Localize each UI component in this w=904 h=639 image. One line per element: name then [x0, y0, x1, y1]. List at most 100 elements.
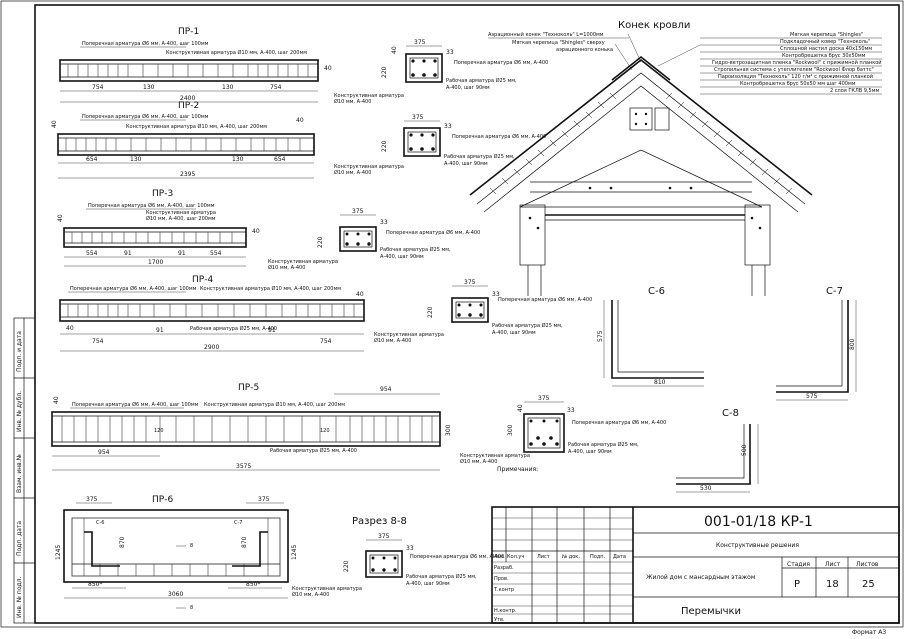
dim-value: 500 [741, 444, 748, 456]
dim-value: 870 [241, 536, 248, 548]
dim-value: 40 [51, 120, 58, 128]
dim-value: 554 [210, 250, 222, 257]
dim-value: 40 [252, 228, 260, 235]
tb-header: Дата [613, 554, 626, 560]
beam-note: Конструктивная арматура [146, 210, 216, 216]
section-note: Ø10 мм, А-400 [374, 337, 411, 344]
bracket-tag: С-6 [96, 520, 104, 526]
beam-pr-2: ПР-2 Поперечная арматура Ø6 мм, А-400, ш… [51, 101, 315, 179]
beam-title: ПР-3 [152, 189, 173, 199]
dim-value: 1245 [291, 545, 298, 560]
section-note: Поперечная арматура Ø6 мм, А-400 [572, 419, 666, 426]
dim-value: 220 [427, 306, 434, 318]
section-note: Поперечная арматура Ø6 мм, А-400 [452, 133, 546, 140]
dim-value: 654 [274, 156, 286, 163]
beam-note: Рабочая арматура Ø25 мм, А-400 [270, 447, 357, 454]
bracket-c7: С-7 800 575 [776, 286, 857, 401]
dim-value: 954 [98, 449, 110, 456]
roof-layer: Сплошной настил доска 40х150мм [780, 45, 872, 52]
dim-value: 130 [232, 156, 244, 163]
tb-role: Т.контр [493, 587, 514, 593]
roof-callout: Аэрационный конек "Техноколь" L=1000мм [488, 31, 604, 38]
roof-layer: Пароизоляция "Техноколь" 120 г/м² с приж… [718, 73, 873, 80]
roof-layer: Контробрешетка брус 30х50мм [782, 53, 866, 59]
section-pr-1: 375 33 220 40 Поперечная арматура Ø6 мм,… [334, 39, 548, 105]
tb-header: Подп. [590, 554, 606, 560]
beam-note: Ø10 мм, А-400, шаг 200мм [146, 215, 216, 222]
section-note: Рабочая арматура Ø25 мм, [380, 246, 451, 253]
dim-value: 40 [391, 46, 398, 54]
section-pr-4: 375 33 220 Поперечная арматура Ø6 мм, А-… [374, 279, 592, 344]
tb-sheet-value: 18 [826, 579, 839, 590]
dim-value: 850* [246, 581, 260, 588]
dim-total: 2400 [180, 95, 195, 102]
dim-value: 91 [124, 250, 132, 257]
format-label: Формат А3 [852, 629, 886, 636]
section-8-8: Разрез 8-8 375 33 220 Поперечная арматур… [292, 516, 504, 598]
beam-note: Поперечная арматура Ø6 мм, А-400, шаг 10… [82, 113, 209, 120]
bracket-c6: С-6 575 810 [597, 286, 704, 387]
roof-layer: 2 слоя ГКЛВ 9,5мм [830, 88, 879, 94]
dim-value: 375 [378, 533, 390, 540]
beam-note: Конструктивная арматура Ø10 мм, А-400, ш… [166, 49, 307, 56]
beam-note: Поперечная арматура Ø6 мм, А-400, шаг 10… [70, 285, 197, 292]
dim-value: 33 [492, 291, 500, 298]
bracket-tag: С-7 [234, 520, 242, 526]
section-note: Поперечная арматура Ø6 мм, А-400 [386, 229, 480, 236]
beam-title: ПР-4 [192, 275, 213, 285]
section-note: Конструктивная арматура [334, 164, 404, 170]
beam-pr-5: ПР-5 Поперечная арматура Ø6 мм, А-400, ш… [51, 383, 452, 471]
dim-value: 300 [445, 424, 452, 436]
side-stamp: Подп. и дата Инв. № дубл. Взам. инв.№ По… [13, 317, 36, 624]
dim-total: 3060 [168, 591, 183, 598]
beam-note: Поперечная арматура Ø6 мм, А-400, шаг 10… [88, 202, 215, 209]
roof-layer: Мягкая черепица "Shingles" [790, 32, 863, 38]
section-pr-2: 375 33 220 Поперечная арматура Ø6 мм, А-… [334, 114, 546, 176]
dim-value: 375 [464, 279, 476, 286]
dim-value: 530 [700, 485, 712, 492]
section-note: Ø10 мм, А-400 [268, 264, 305, 271]
beam-pr-1: ПР-1 Поперечная арматура Ø6 мм, А-400, ш… [59, 27, 332, 103]
tb-object: Жилой дом с мансардным этажом [646, 574, 755, 581]
dim-value: 130 [143, 84, 155, 91]
section-note: Ø10 мм, А-400 [460, 458, 497, 465]
cut-mark: 8 [190, 543, 193, 549]
side-stamp-cell: Подп. и дата [16, 331, 23, 372]
section-note: Поперечная арматура Ø6 мм, А-400 [498, 296, 592, 303]
section-note: А-400, шаг 90мм [406, 581, 450, 587]
section-note: Конструктивная арматура [292, 586, 362, 592]
section-note: Конструктивная арматура [460, 453, 530, 459]
dim-value: 40 [296, 117, 304, 124]
tb-role: Пров. [494, 576, 509, 582]
roof-insulation-hatch [489, 92, 793, 195]
dim-value: 220 [381, 66, 388, 78]
dim-value: 40 [517, 404, 524, 412]
tb-role: Н.контр. [494, 608, 517, 614]
section-note: Рабочая арматура Ø25 мм, [568, 441, 639, 448]
dim-value: 800 [849, 338, 856, 350]
roof-layers-list: Мягкая черепица "Shingles" Подкладочный … [700, 32, 882, 95]
section-note: Конструктивная арматура [268, 259, 338, 265]
dim-value: 954 [380, 386, 392, 393]
tb-header: Лист [537, 554, 550, 560]
beam-title: ПР-5 [238, 383, 259, 393]
section-note: Поперечная арматура Ø6 мм, А-400 [454, 59, 548, 66]
roof-ridge-detail: Конек кровли [469, 20, 882, 296]
section-note: Рабочая арматура Ø25 мм, [446, 77, 517, 84]
dim-value: 40 [356, 291, 364, 298]
dim-value: 375 [258, 496, 270, 503]
dim-value: 754 [92, 338, 104, 345]
beam-title: ПР-6 [152, 495, 173, 505]
dim-value: 33 [446, 49, 454, 56]
bracket-title: С-6 [648, 286, 665, 297]
section-note: Рабочая арматура Ø25 мм, [444, 153, 515, 160]
dim-total: 1700 [148, 259, 163, 266]
dim-value: 654 [86, 156, 98, 163]
dim-value: 40 [66, 325, 74, 332]
dim-value: 1245 [55, 545, 62, 560]
tb-header: № док. [562, 554, 580, 560]
dim-value: 33 [567, 407, 575, 414]
roof-title: Конек кровли [618, 20, 690, 31]
tb-role: Разраб. [494, 565, 514, 571]
